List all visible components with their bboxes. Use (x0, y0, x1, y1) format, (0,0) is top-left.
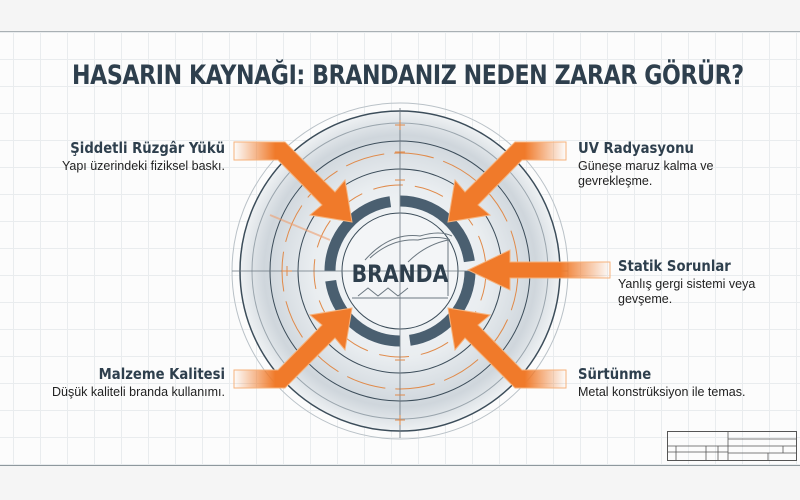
cause-title: Statik Sorunlar (618, 257, 731, 275)
center-label: BRANDA (352, 260, 450, 288)
cause-description: Düşük kaliteli branda kullanımı. (52, 385, 225, 399)
cause-material-quality: Malzeme Kalitesi Düşük kaliteli branda k… (40, 365, 225, 400)
cause-title: Malzeme Kalitesi (98, 365, 225, 383)
cause-title: Sürtünme (578, 365, 652, 383)
cause-title: Şiddetli Rüzgâr Yükü (70, 139, 225, 157)
cause-wind-load: Şiddetli Rüzgâr Yükü Yapı üzerindeki fiz… (40, 139, 225, 174)
cause-title: UV Radyasyonu (578, 139, 694, 157)
cause-friction: Sürtünme Metal konstrüksiyon ile temas. (578, 365, 778, 400)
page-title: HASARIN KAYNAĞI: BRANDANIZ NEDEN ZARAR G… (72, 60, 744, 91)
title-block-icon (667, 431, 797, 461)
cause-description: Yanlış gergi sistemi veya gevşeme. (618, 277, 756, 306)
cause-static-issues: Statik Sorunlar Yanlış gergi sistemi vey… (618, 257, 768, 307)
arrow-icon (233, 141, 611, 389)
cause-description: Metal konstrüksiyon ile temas. (578, 385, 746, 399)
cause-description: Güneşe maruz kalma ve gevrekleşme. (578, 159, 714, 188)
cause-uv-radiation: UV Radyasyonu Güneşe maruz kalma ve gevr… (578, 139, 748, 189)
cause-description: Yapı üzerindeki fiziksel baskı. (61, 159, 225, 173)
tent-structure-icon (352, 232, 453, 299)
